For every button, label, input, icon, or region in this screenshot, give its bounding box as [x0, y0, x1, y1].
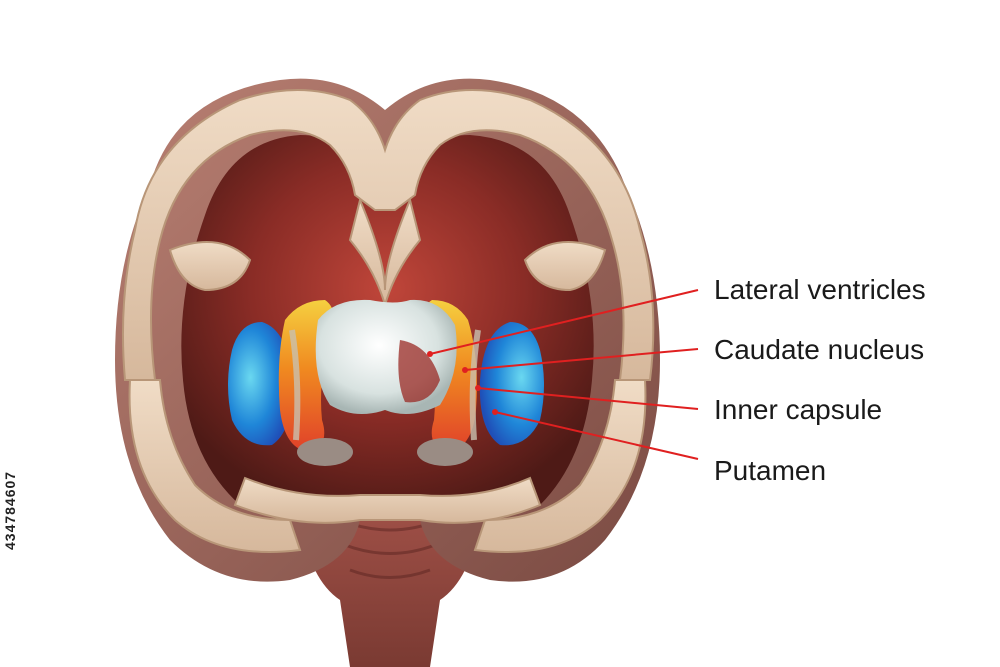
leader-line-putamen	[494, 411, 699, 460]
inner-capsule-left	[289, 329, 301, 441]
inner-capsule-right	[469, 329, 481, 441]
label-lateral-ventricles: Lateral ventricles	[714, 274, 926, 305]
leader-line-caudate-nucleus	[464, 348, 699, 371]
putamen-left	[228, 322, 293, 446]
leader-lines	[427, 289, 699, 460]
label-inner-capsule: Inner capsule	[714, 394, 883, 425]
white-matter-cortex	[121, 89, 655, 553]
leader-line-inner-capsule	[477, 387, 699, 410]
stock-image-id: 434784607	[2, 470, 18, 550]
deep-brain-structures	[228, 299, 544, 466]
label-putamen: Putamen	[714, 455, 827, 486]
leader-line-lateral-ventricles	[429, 289, 699, 355]
label-caudate-nucleus: Caudate nucleus	[714, 334, 925, 365]
thalamus	[315, 299, 457, 414]
